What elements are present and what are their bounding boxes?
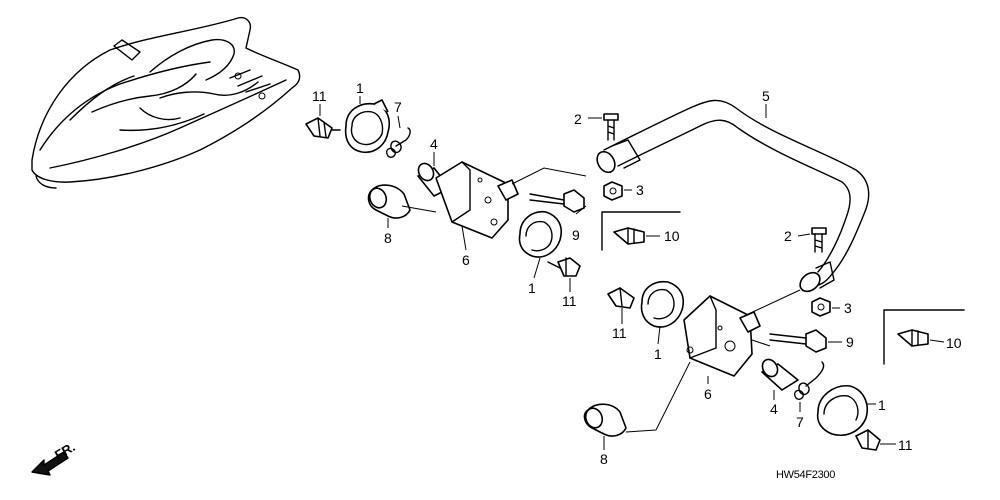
part-6-bracket-lower [683, 295, 761, 377]
callout-1-lower-right: 1 [878, 397, 886, 413]
part-11-clip-lower-right [855, 429, 881, 451]
callout-9-top: 9 [572, 227, 580, 243]
part-11-clip-middle [547, 257, 581, 277]
callout-7-lower: 7 [796, 414, 804, 430]
part-1-clamp-lower-left [640, 280, 684, 328]
callout-8-lower: 8 [600, 451, 608, 467]
callout-10-top: 10 [664, 228, 680, 244]
callout-2-top: 2 [574, 111, 582, 127]
leader-lines [319, 96, 945, 450]
part-8-cap-lower [583, 403, 627, 437]
part-1-clamp-lower-right [816, 385, 868, 436]
part-1-clamp-middle [518, 210, 562, 258]
part-7-spring-left [385, 127, 411, 159]
callout-2-lower: 2 [784, 228, 792, 244]
part-8-cap-left [367, 184, 411, 219]
callout-3-top: 3 [636, 182, 644, 198]
part-9-bolt-upper [529, 189, 585, 213]
part-4-bushing-lower [761, 358, 799, 391]
part-3-nut-lower [811, 297, 831, 317]
callout-11-middle: 11 [562, 293, 577, 309]
part-1-clamp-left [344, 99, 390, 154]
part-3-nut-upper [603, 181, 623, 201]
part-6-bracket-left [435, 161, 519, 239]
front-direction-indicator: FR. [31, 439, 78, 476]
arrow-icon [32, 452, 68, 475]
part-10-fastener-lower [883, 309, 965, 365]
callout-1-top-left: 1 [356, 80, 364, 96]
callout-labels: 11 1 7 4 8 6 1 11 9 2 3 10 5 2 3 11 1 6 … [312, 80, 962, 467]
callout-9-lower: 9 [846, 334, 854, 350]
callout-6-lower: 6 [704, 386, 712, 402]
watercraft-thumbnail [31, 16, 301, 189]
callout-5: 5 [762, 88, 770, 104]
callout-4-top: 4 [430, 136, 438, 152]
callout-11-lower-left: 11 [612, 325, 627, 341]
callout-8-top: 8 [384, 230, 392, 246]
part-10-fastener-upper [601, 211, 681, 251]
part-7-spring-lower [793, 361, 825, 401]
part-11-clip-lower-left [607, 287, 635, 309]
callout-6-top: 6 [462, 252, 470, 268]
hose [596, 99, 870, 293]
callout-1-lower-left: 1 [654, 346, 662, 362]
part-11-clip-left [305, 117, 341, 139]
callout-11-top-left: 11 [312, 88, 327, 104]
callout-7-top: 7 [394, 99, 402, 115]
part-2-screw-upper [603, 113, 619, 141]
diagram-code: HW54F2300 [776, 469, 835, 481]
callout-4-lower: 4 [770, 401, 778, 417]
part-9-bolt-lower [769, 329, 827, 353]
part-2-screw-lower [811, 227, 827, 253]
callout-1-middle: 1 [528, 280, 536, 296]
callout-10-lower: 10 [946, 335, 962, 351]
callout-3-lower: 3 [844, 300, 852, 316]
callout-11-lower-right: 11 [898, 437, 913, 453]
